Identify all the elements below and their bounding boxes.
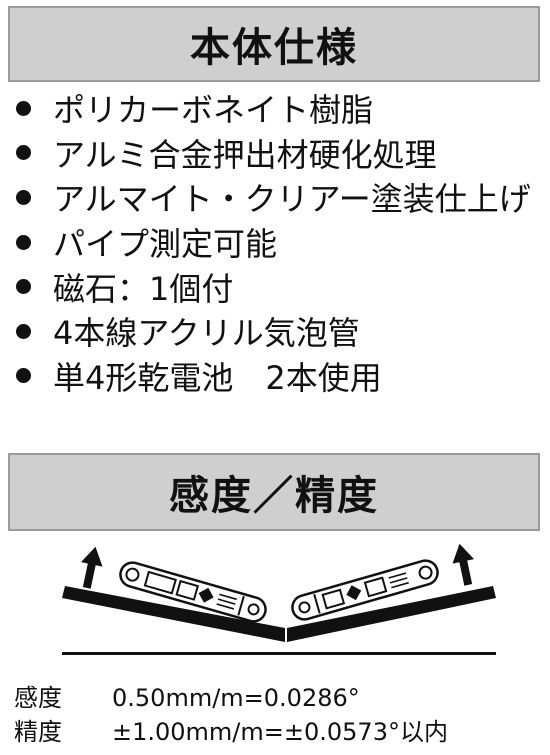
- accuracy-title: 感度／精度: [169, 473, 379, 519]
- precision-value: ±1.00mm/m=±0.0573°以内: [112, 718, 448, 746]
- spec-item: 4本線アクリル気泡管: [16, 309, 536, 354]
- sensitivity-row: 感度 0.50mm/m=0.0286°: [14, 678, 360, 713]
- right-level-device-icon: [291, 559, 439, 621]
- spec-item: 単4形乾電池 2本使用: [16, 354, 536, 399]
- bullet-icon: [16, 145, 31, 161]
- bullet-icon: [16, 323, 31, 339]
- spec-item: パイプ測定可能: [16, 220, 536, 265]
- bullet-icon: [16, 368, 31, 384]
- spec-item: 磁石：1個付: [16, 264, 536, 309]
- bullet-icon: [16, 189, 31, 205]
- accuracy-title-banner: 感度／精度: [8, 453, 540, 531]
- bullet-icon: [16, 279, 31, 295]
- precision-label: 精度: [14, 718, 62, 746]
- left-level-device-icon: [119, 561, 267, 623]
- flat-reference-line: [62, 652, 496, 655]
- right-tilted-base: [287, 586, 496, 642]
- bullet-icon: [16, 100, 31, 116]
- tilt-diagram: [62, 543, 496, 655]
- left-tilted-base: [62, 586, 285, 642]
- bullet-icon: [16, 234, 31, 250]
- spec-list: ポリカーボネイト樹脂 アルミ合金押出材硬化処理 アルマイト・クリアー塗装仕上げ …: [16, 86, 536, 398]
- spec-item: アルマイト・クリアー塗装仕上げ: [16, 175, 536, 220]
- specs-title: 本体仕様: [190, 25, 358, 71]
- specs-title-banner: 本体仕様: [8, 6, 540, 82]
- sensitivity-value: 0.50mm/m=0.0286°: [112, 684, 360, 712]
- spec-item: ポリカーボネイト樹脂: [16, 86, 536, 131]
- right-up-arrow-icon: [452, 543, 475, 586]
- precision-row: 精度 ±1.00mm/m=±0.0573°以内: [14, 712, 448, 747]
- sensitivity-label: 感度: [14, 684, 62, 712]
- spec-item: アルミ合金押出材硬化処理: [16, 131, 536, 176]
- left-up-arrow-icon: [80, 546, 103, 589]
